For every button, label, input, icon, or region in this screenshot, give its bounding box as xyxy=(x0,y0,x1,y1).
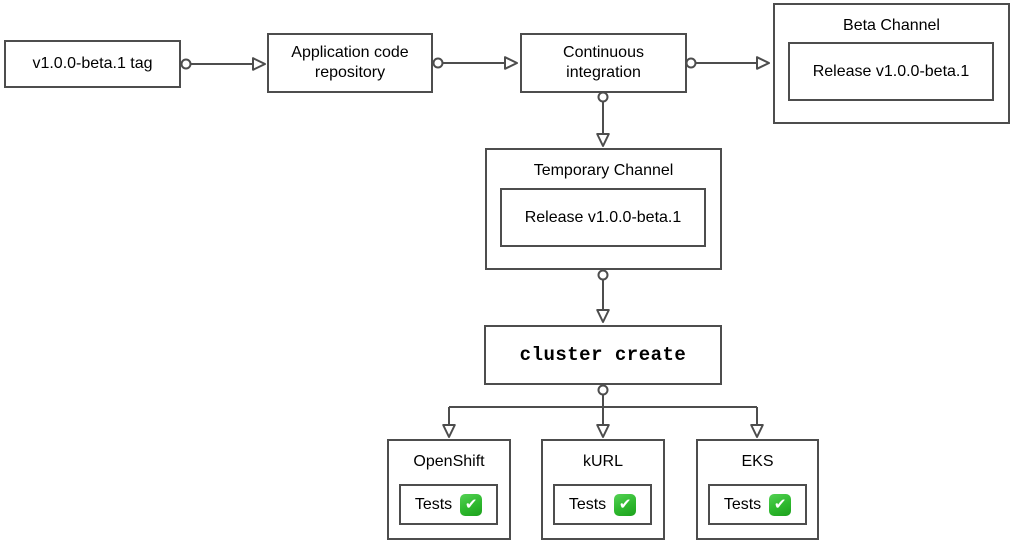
application-code-repository-label: Application code repository xyxy=(291,44,409,81)
cluster-create-label: cluster create xyxy=(519,344,687,366)
arrowhead-icon xyxy=(750,424,764,438)
temporary-channel-release-label: Release v1.0.0-beta.1 xyxy=(524,208,682,226)
openshift-title: OpenShift xyxy=(413,453,485,470)
arrowhead-icon xyxy=(596,424,610,438)
node-version-tag: v1.0.0-beta.1 tag xyxy=(4,40,181,88)
edge-ci-to-temporary-channel xyxy=(596,91,610,147)
arrowhead-icon xyxy=(504,56,518,70)
edge-source-dot xyxy=(597,91,609,103)
beta-channel-release-label: Release v1.0.0-beta.1 xyxy=(812,62,970,80)
edge-cluster-create-to-test-clusters xyxy=(442,384,764,438)
edge-tag-to-repo xyxy=(180,57,266,71)
check-mark-icon: ✔ xyxy=(769,493,792,516)
node-eks: EKS Tests ✔ xyxy=(696,439,819,540)
arrowhead-icon xyxy=(596,133,610,147)
eks-tests-label: Tests xyxy=(723,495,762,513)
edge-source-dot xyxy=(180,58,192,70)
check-mark-icon: ✔ xyxy=(460,493,483,516)
openshift-tests-box: Tests ✔ xyxy=(399,484,498,525)
kurl-tests-label: Tests xyxy=(568,495,607,513)
eks-tests-box: Tests ✔ xyxy=(708,484,807,525)
version-tag-label: v1.0.0-beta.1 tag xyxy=(32,55,153,72)
edge-source-dot xyxy=(597,269,609,281)
kurl-title: kURL xyxy=(582,453,623,470)
edge-temporary-channel-to-cluster-create xyxy=(596,269,610,323)
node-kurl: kURL Tests ✔ xyxy=(541,439,665,540)
node-temporary-channel: Temporary Channel Release v1.0.0-beta.1 xyxy=(485,148,722,270)
edge-source-dot xyxy=(685,57,697,69)
kurl-tests-box: Tests ✔ xyxy=(553,484,652,525)
check-mark-icon: ✔ xyxy=(614,493,637,516)
node-application-code-repository: Application code repository xyxy=(267,33,433,93)
edge-ci-to-beta-channel xyxy=(685,56,770,70)
edge-source-dot xyxy=(432,57,444,69)
edge-source-dot xyxy=(597,384,609,396)
arrowhead-icon xyxy=(756,56,770,70)
arrowhead-icon xyxy=(596,309,610,323)
temporary-channel-title: Temporary Channel xyxy=(533,162,674,179)
arrowhead-icon xyxy=(252,57,266,71)
node-beta-channel: Beta Channel Release v1.0.0-beta.1 xyxy=(773,3,1010,124)
beta-channel-release-box: Release v1.0.0-beta.1 xyxy=(788,42,994,101)
beta-channel-title: Beta Channel xyxy=(843,17,940,34)
continuous-integration-label: Continuous integration xyxy=(563,44,644,81)
temporary-channel-release-box: Release v1.0.0-beta.1 xyxy=(500,188,706,247)
openshift-tests-label: Tests xyxy=(414,495,453,513)
node-continuous-integration: Continuous integration xyxy=(520,33,687,93)
edge-repo-to-ci xyxy=(432,56,518,70)
node-openshift: OpenShift Tests ✔ xyxy=(387,439,511,540)
arrowhead-icon xyxy=(442,424,456,438)
eks-title: EKS xyxy=(741,453,774,470)
node-cluster-create-command: cluster create xyxy=(484,325,722,385)
